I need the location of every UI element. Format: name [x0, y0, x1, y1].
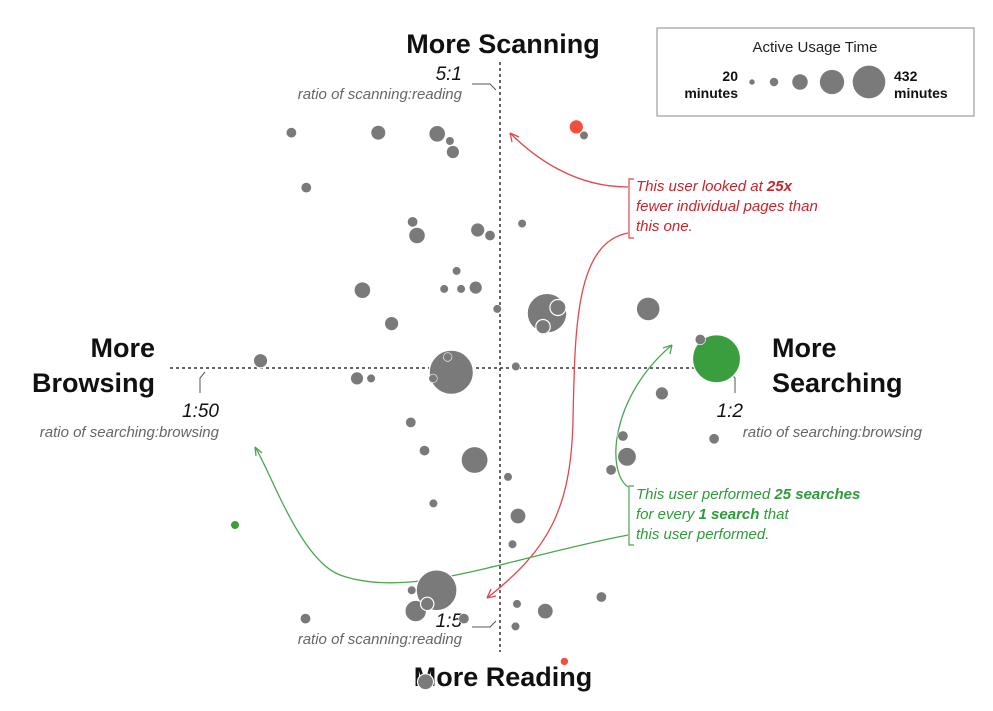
- data-point-13: [443, 352, 453, 362]
- bottom-axis-title: More Reading: [414, 662, 593, 692]
- data-point-47: [616, 446, 638, 467]
- green-annotation-bracket: [628, 485, 634, 546]
- data-point-28: [507, 539, 518, 549]
- right-axis-title-line1: More: [772, 333, 837, 363]
- legend-min-label-number: 20: [722, 68, 738, 84]
- data-point-12: [428, 349, 474, 395]
- right-axis-title-line2: Searching: [772, 368, 903, 398]
- left-ratio-label: ratio of searching:browsing: [40, 424, 220, 441]
- red-annotation-bracket: [628, 178, 634, 239]
- bottom-ratio-label: ratio of scanning:reading: [298, 631, 463, 648]
- legend-box: [656, 27, 975, 117]
- data-point-49: [635, 296, 661, 322]
- green-annotation-arrow-bottom: [254, 446, 629, 584]
- data-point-20: [428, 124, 447, 143]
- data-point-41: [512, 599, 522, 609]
- green-annotation-arrow-top: [615, 344, 673, 488]
- data-point-46: [605, 464, 617, 476]
- legend-min-label-unit: minutes: [684, 85, 738, 101]
- data-point-50: [654, 386, 670, 401]
- bottom-ratio-leader: [472, 620, 497, 628]
- data-point-10: [405, 416, 417, 428]
- green-annotation-arrow-top-head: [662, 344, 673, 355]
- data-point-52: [708, 433, 720, 445]
- data-point-34: [511, 361, 521, 372]
- data-point-40: [458, 613, 470, 625]
- data-point-32: [535, 318, 551, 335]
- right-ratio-label: ratio of searching:browsing: [743, 424, 923, 441]
- data-point-14: [439, 284, 449, 294]
- data-point-15: [456, 284, 466, 294]
- data-point-30: [517, 219, 527, 229]
- legend-circle-5: [852, 65, 886, 99]
- data-point-53: [579, 130, 589, 140]
- data-point-17: [469, 222, 486, 238]
- top-axis-title: More Scanning: [406, 29, 600, 59]
- green-annotation-arrow-bottom-head: [254, 446, 263, 457]
- data-point-4: [408, 226, 427, 245]
- data-points: [230, 119, 742, 691]
- data-point-48: [617, 430, 629, 442]
- data-point-2: [370, 124, 387, 141]
- legend-size-scale: [749, 65, 886, 99]
- data-point-23: [418, 445, 430, 457]
- data-point-36: [419, 596, 435, 612]
- data-point-11: [428, 373, 438, 384]
- data-point-3: [407, 216, 419, 228]
- red-annotation-arrow-bottom-head: [486, 588, 497, 599]
- bottom-ratio-value: 1:5: [436, 611, 463, 632]
- red-annotation-arrow-top-head: [509, 132, 520, 143]
- data-point-7: [252, 352, 269, 369]
- data-point-8: [349, 371, 365, 386]
- legend-max-label-unit: minutes: [894, 85, 948, 101]
- highlight-point-red: [568, 119, 585, 135]
- data-point-45: [595, 591, 607, 603]
- legend-circle-1: [749, 79, 755, 85]
- legend-max-label-number: 432: [894, 68, 918, 84]
- data-point-24: [460, 445, 489, 475]
- legend-circle-4: [819, 69, 845, 95]
- data-point-22: [445, 144, 461, 160]
- legend-circle-3: [792, 74, 808, 90]
- highlight-point-green: [691, 334, 742, 384]
- data-point-44: [416, 673, 435, 691]
- data-point-38: [407, 585, 417, 595]
- data-point-5: [353, 281, 372, 300]
- data-point-43: [510, 621, 521, 632]
- data-point-21: [445, 136, 455, 146]
- data-point-39: [299, 613, 311, 625]
- left-ratio-value: 1:50: [182, 401, 219, 422]
- data-point-6: [383, 315, 400, 332]
- red-annotation-arrow-top: [509, 132, 629, 188]
- left-axis-title-line1: More: [90, 333, 155, 363]
- data-point-27: [509, 507, 527, 525]
- top-ratio-value: 5:1: [436, 64, 462, 85]
- highlight-point-red: [560, 657, 569, 666]
- red-annotation-arrow-bottom: [486, 232, 629, 599]
- data-point-26: [428, 498, 439, 509]
- data-point-33: [549, 298, 567, 317]
- data-point-25: [503, 472, 513, 482]
- data-point-51: [694, 333, 706, 345]
- data-point-29: [492, 304, 502, 314]
- top-ratio-leader: [472, 83, 497, 91]
- data-point-0: [285, 127, 297, 139]
- data-point-1: [300, 182, 312, 194]
- data-point-9: [366, 373, 376, 384]
- data-point-42: [536, 602, 554, 620]
- data-point-16: [468, 280, 483, 295]
- left-ratio-leader: [199, 371, 206, 393]
- legend-title: Active Usage Time: [752, 39, 877, 56]
- highlight-point-green: [230, 520, 240, 530]
- legend-circle-2: [769, 77, 779, 87]
- data-point-19: [452, 266, 462, 276]
- right-ratio-value: 1:2: [717, 401, 744, 422]
- left-axis-title-line2: Browsing: [32, 368, 155, 398]
- data-point-18: [484, 230, 496, 242]
- top-ratio-label: ratio of scanning:reading: [298, 86, 463, 103]
